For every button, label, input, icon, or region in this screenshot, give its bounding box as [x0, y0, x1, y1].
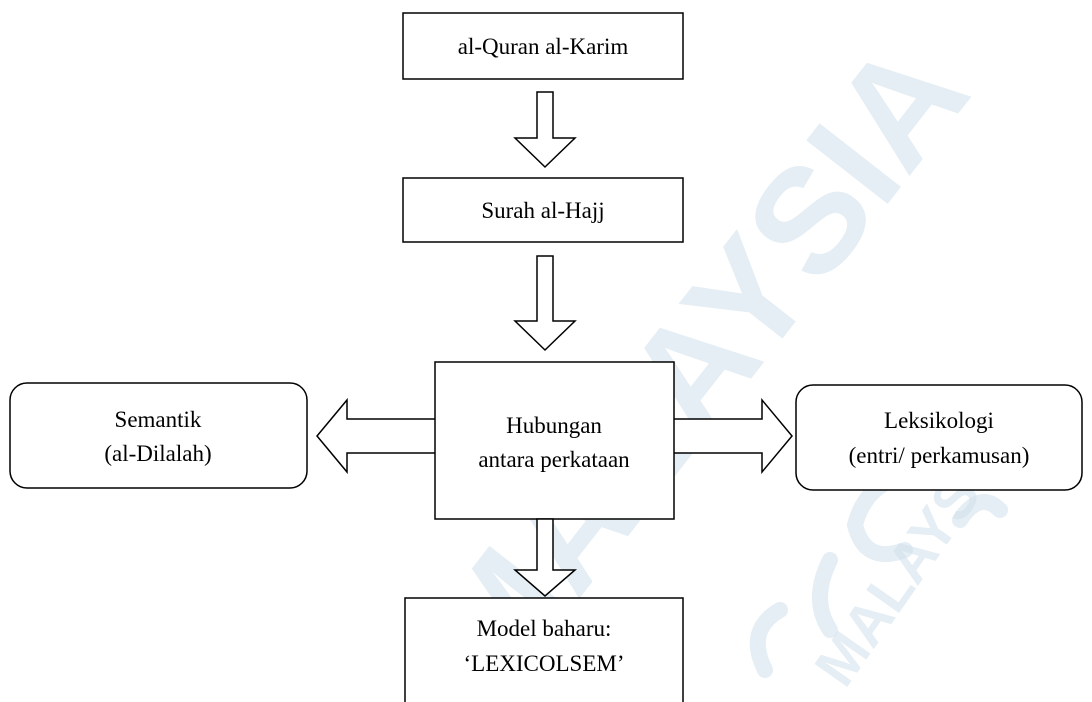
node-semantik-label-line2: (al-Dilalah): [104, 441, 211, 466]
node-model-baharu: Model baharu: ‘LEXICOLSEM’: [404, 597, 684, 702]
node-leksikologi-label-line1: Leksikologi: [884, 408, 994, 433]
node-surah-al-hajj-label: Surah al-Hajj: [481, 198, 604, 223]
node-leksikologi-label-line2: (entri/ perkamusan): [849, 443, 1030, 468]
node-semantik-label-line1: Semantik: [115, 407, 202, 432]
node-leksikologi: Leksikologi (entri/ perkamusan): [795, 384, 1083, 491]
arrow-down-2: [513, 255, 577, 352]
arrow-down-3: [512, 518, 578, 597]
node-hubungan-label-line1: Hubungan: [506, 413, 602, 438]
node-semantik: Semantik (al-Dilalah): [9, 382, 308, 489]
arrow-right: [674, 397, 793, 475]
node-model-baharu-label-line2: ‘LEXICOLSEM’: [464, 651, 625, 676]
node-hubungan: Hubungan antara perkataan: [434, 361, 675, 520]
node-al-quran: al-Quran al-Karim: [402, 12, 684, 80]
node-hubungan-label-line2: antara perkataan: [478, 447, 630, 472]
node-al-quran-label: al-Quran al-Karim: [458, 34, 629, 59]
node-surah-al-hajj: Surah al-Hajj: [402, 177, 684, 243]
arrow-down-1: [513, 91, 577, 169]
arrow-left: [316, 397, 435, 475]
node-model-baharu-label-line1: Model baharu:: [477, 616, 612, 641]
